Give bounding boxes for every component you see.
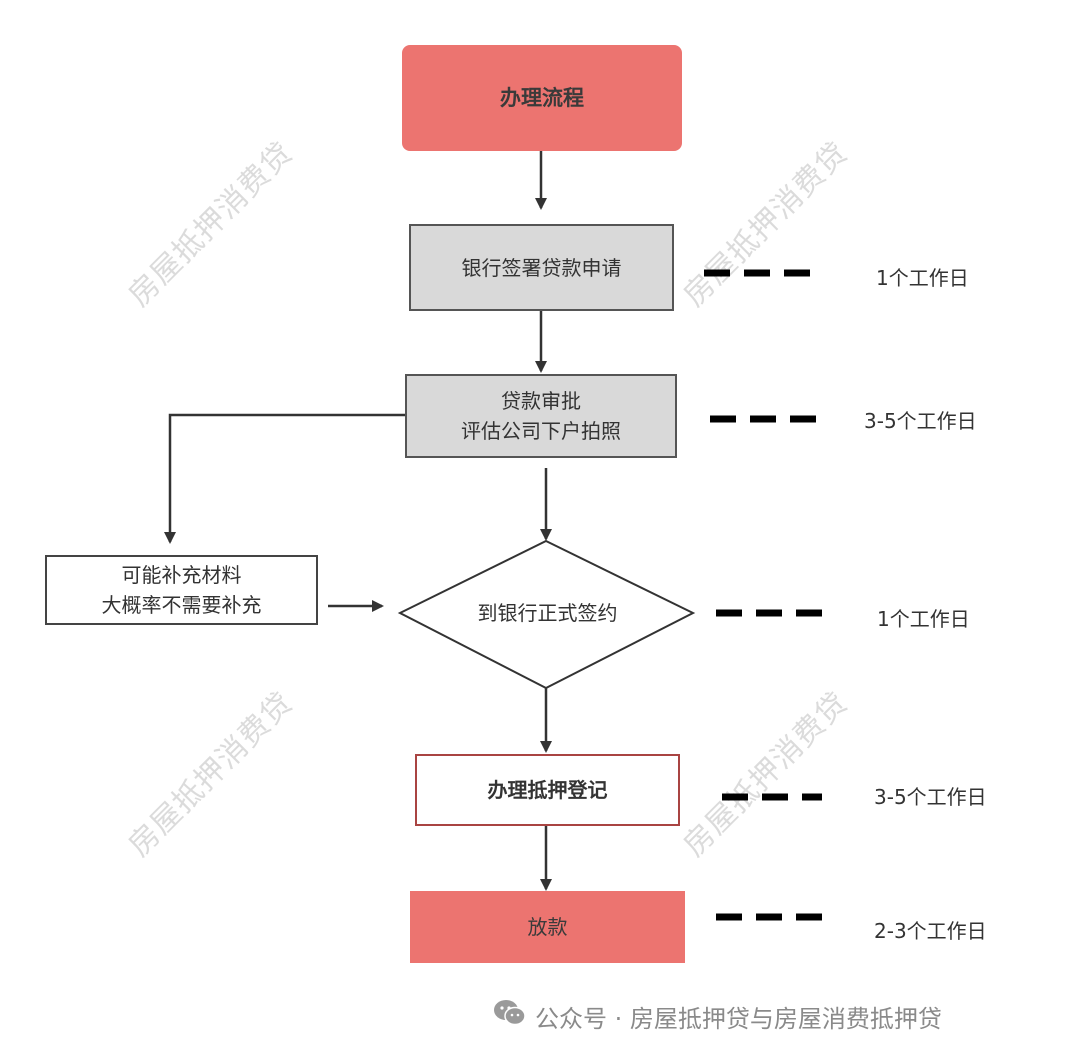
footer-attribution: 公众号 · 房屋抵押贷与房屋消费抵押贷 [493,998,942,1034]
arrow-step2-to-side [164,413,405,544]
decision-diamond [397,539,696,690]
duration-1: 1个工作日 [876,266,969,290]
flow-title: 办理流程 [500,86,584,110]
duration-5: 2-3个工作日 [874,919,987,943]
step-bank-application-label: 银行签署贷款申请 [461,255,622,280]
side-note-line2: 大概率不需要补充 [101,593,262,617]
duration-4: 3-5个工作日 [874,785,987,809]
step-mortgage-registration: 办理抵押登记 [415,754,680,826]
side-note-materials: 可能补充材料 大概率不需要补充 [45,555,318,625]
step-disbursement: 放款 [410,891,685,963]
step-loan-approval-line1: 贷款审批 [501,389,581,413]
flow-title-box: 办理流程 [402,45,682,151]
step-mortgage-registration-label: 办理抵押登记 [487,778,608,802]
step-loan-approval: 贷款审批 评估公司下户拍照 [405,374,677,458]
wechat-icon [493,998,527,1034]
duration-2: 3-5个工作日 [864,409,977,433]
duration-3: 1个工作日 [877,607,970,631]
step-disbursement-label: 放款 [527,915,568,939]
decision-label: 到银行正式签约 [477,601,618,625]
side-note-line1: 可能补充材料 [121,563,242,587]
step-loan-approval-line2: 评估公司下户拍照 [461,419,621,443]
footer-text: 公众号 · 房屋抵押贷与房屋消费抵押贷 [535,1004,942,1033]
step-bank-application: 银行签署贷款申请 [409,224,674,311]
